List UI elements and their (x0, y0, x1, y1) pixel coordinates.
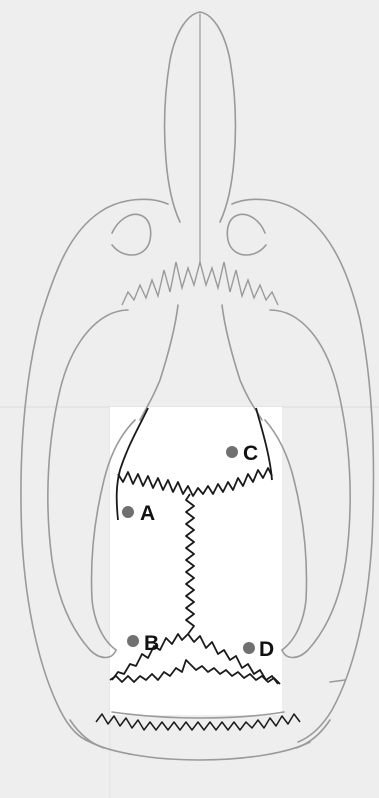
point-b-marker (127, 635, 139, 647)
foramen-lower-left (70, 720, 104, 748)
point-d-label: D (259, 638, 274, 661)
tick-right (330, 680, 345, 682)
point-c-label: C (243, 442, 258, 465)
point-a-label: A (140, 502, 155, 525)
occipital-outline (90, 742, 310, 760)
left-orbit-outline (112, 214, 151, 255)
right-orbit-outline (227, 214, 266, 255)
point-d-marker (243, 642, 255, 654)
point-c-marker (226, 446, 238, 458)
frontonasal-suture (122, 262, 278, 305)
point-a-marker (122, 506, 134, 518)
occipital-suture (96, 714, 300, 730)
cranium-right-wall (222, 305, 262, 420)
point-b-label: B (144, 632, 159, 655)
cranium-left-wall (140, 305, 178, 420)
right-zygomatic-inner (270, 310, 350, 658)
